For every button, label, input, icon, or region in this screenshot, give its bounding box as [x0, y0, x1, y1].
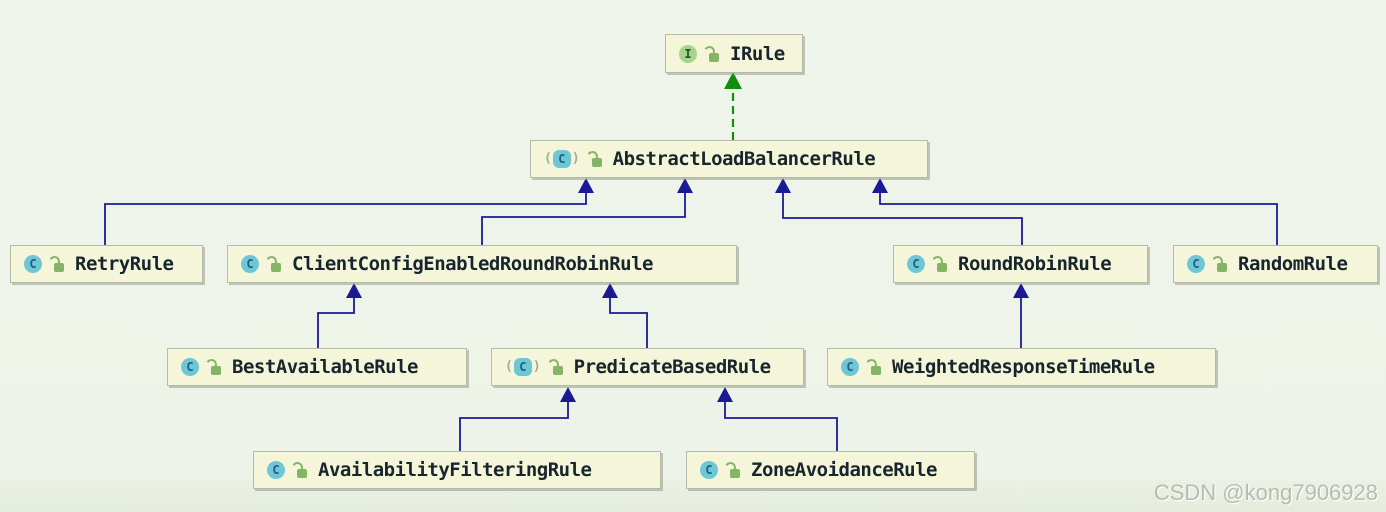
public-lock-icon [864, 357, 881, 375]
extends-arrowhead [560, 387, 576, 402]
implements-arrowhead [724, 72, 742, 89]
class-name-label: ZoneAvoidanceRule [751, 459, 937, 481]
class-name-label: RoundRobinRule [958, 253, 1112, 275]
class-icon: C [267, 461, 285, 479]
class-node-zoneavoidancerule[interactable]: C ZoneAvoidanceRule [686, 451, 975, 489]
class-node-predicatebasedrule[interactable]: C PredicateBasedRule [491, 348, 804, 386]
extends-edge-clientconfigenabledroundrobinrule [481, 192, 686, 245]
extends-edge-zoneavoidancerule [724, 401, 838, 451]
class-icon: C [1187, 255, 1205, 273]
extends-arrowhead [602, 283, 618, 298]
extends-arrowhead [872, 178, 888, 193]
class-node-bestavailablerule[interactable]: C BestAvailableRule [167, 348, 467, 386]
extends-arrowhead [677, 178, 693, 193]
class-icon: C [700, 461, 718, 479]
class-icon: C [24, 255, 42, 273]
extends-arrowhead [775, 178, 791, 193]
class-name-label: RetryRule [75, 253, 174, 275]
class-name-label: AbstractLoadBalancerRule [612, 148, 876, 170]
extends-edge-predicatebasedrule [609, 297, 648, 348]
class-name-label: ClientConfigEnabledRoundRobinRule [292, 253, 654, 275]
public-lock-icon [585, 149, 602, 167]
public-lock-icon [1210, 254, 1227, 272]
class-node-retryrule[interactable]: C RetryRule [10, 245, 203, 283]
class-name-label: BestAvailableRule [232, 356, 418, 378]
public-lock-icon [930, 254, 947, 272]
class-node-roundrobinrule[interactable]: C RoundRobinRule [893, 245, 1148, 283]
class-node-irule[interactable]: I IRule [665, 34, 803, 73]
public-lock-icon [702, 44, 719, 62]
class-node-randomrule[interactable]: C RandomRule [1173, 245, 1378, 283]
public-lock-icon [47, 254, 64, 272]
class-name-label: RandomRule [1238, 253, 1348, 275]
extends-edge-bestavailablerule [317, 297, 355, 348]
extends-edge-randomrule [879, 192, 1278, 245]
class-icon: C [907, 255, 925, 273]
extends-arrowhead [1013, 283, 1029, 298]
class-name-label: PredicateBasedRule [573, 356, 771, 378]
class-name-label: IRule [730, 42, 785, 65]
abstract-class-icon: C [544, 150, 580, 168]
class-node-abstractloadbalancerrule[interactable]: C AbstractLoadBalancerRule [530, 140, 928, 178]
abstract-class-icon: C [505, 358, 541, 376]
class-icon: C [241, 255, 259, 273]
watermark: CSDN @kong7906928 [1153, 480, 1378, 505]
class-name-label: AvailabilityFilteringRule [318, 459, 592, 481]
public-lock-icon [290, 460, 307, 478]
public-lock-icon [723, 460, 740, 478]
class-node-weightedresponsetimerule[interactable]: C WeightedResponseTimeRule [827, 348, 1216, 386]
public-lock-icon [264, 254, 281, 272]
public-lock-icon [204, 357, 221, 375]
class-icon: C [181, 358, 199, 376]
class-node-availabilityfilteringrule[interactable]: C AvailabilityFilteringRule [253, 451, 661, 489]
public-lock-icon [546, 357, 563, 375]
interface-icon: I [679, 44, 697, 63]
extends-edge-roundrobinrule [782, 192, 1023, 245]
extends-arrowhead [578, 178, 594, 193]
extends-arrowhead [346, 283, 362, 298]
extends-edge-retryrule [104, 192, 587, 245]
extends-arrowhead [717, 387, 733, 402]
class-name-label: WeightedResponseTimeRule [892, 356, 1155, 378]
class-node-clientconfigenabledroundrobinrule[interactable]: C ClientConfigEnabledRoundRobinRule [227, 245, 737, 283]
extends-edge-availabilityfilteringrule [459, 401, 569, 451]
class-icon: C [841, 358, 859, 376]
